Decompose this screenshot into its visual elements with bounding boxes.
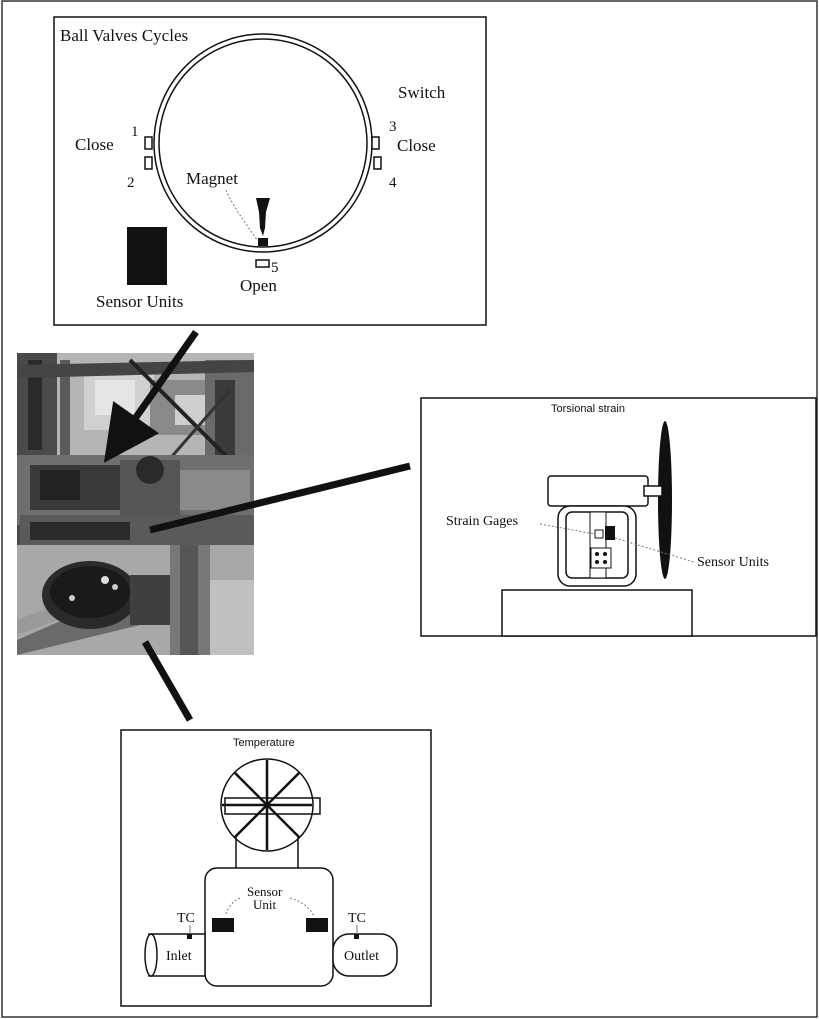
- torsion-sensor-unit: [605, 526, 615, 540]
- torsion-sensor-units-label: Sensor Units: [697, 555, 769, 570]
- ball-valves-title: Ball Valves Cycles: [60, 26, 188, 45]
- close-right-label: Close: [397, 136, 436, 155]
- sensor-block-right: [306, 918, 328, 932]
- sensor-unit-label-2: Unit: [253, 897, 277, 912]
- strain-gages-label: Strain Gages: [446, 514, 518, 529]
- strain-gage: [595, 530, 603, 538]
- tc-right-label: TC: [348, 911, 366, 926]
- switch-label: Switch: [398, 83, 446, 102]
- handwheel: [658, 421, 672, 579]
- sensor-block-left: [212, 918, 234, 932]
- switch-number-5: 5: [271, 260, 279, 276]
- valve-base: [502, 590, 692, 636]
- open-label: Open: [240, 276, 277, 295]
- switch-number-4: 4: [389, 175, 397, 191]
- switch-5: [256, 260, 269, 267]
- switch-3: [372, 137, 379, 149]
- switch-number-2: 2: [127, 175, 135, 191]
- ball-valves-panel: Ball Valves Cycles 1 2 Close 3 4 Switch …: [54, 17, 486, 325]
- switch-number-3: 3: [389, 119, 397, 135]
- magnet-block: [258, 238, 268, 246]
- switch-4: [374, 157, 381, 169]
- tc-left-label: TC: [177, 911, 195, 926]
- torsional-strain-panel: Torsional strain Strain Gages Sensor Uni…: [421, 398, 816, 636]
- temperature-panel: Temperature Sensor Unit TC TC: [121, 730, 431, 1006]
- tc-right-point: [354, 934, 359, 939]
- torsional-title: Torsional strain: [551, 403, 625, 415]
- close-left-label: Close: [75, 135, 114, 154]
- magnet-label: Magnet: [186, 169, 238, 188]
- sensor-units-label: Sensor Units: [96, 292, 183, 311]
- inlet-label: Inlet: [166, 949, 192, 964]
- switch-number-1: 1: [131, 124, 139, 140]
- equipment-photo: [17, 353, 254, 655]
- sensor-units-block: [127, 227, 167, 285]
- switch-2: [145, 157, 152, 169]
- tc-left-point: [187, 934, 192, 939]
- outlet-label: Outlet: [344, 949, 379, 964]
- switch-1: [145, 137, 152, 149]
- actuator-top: [548, 476, 648, 506]
- temperature-title: Temperature: [233, 737, 295, 749]
